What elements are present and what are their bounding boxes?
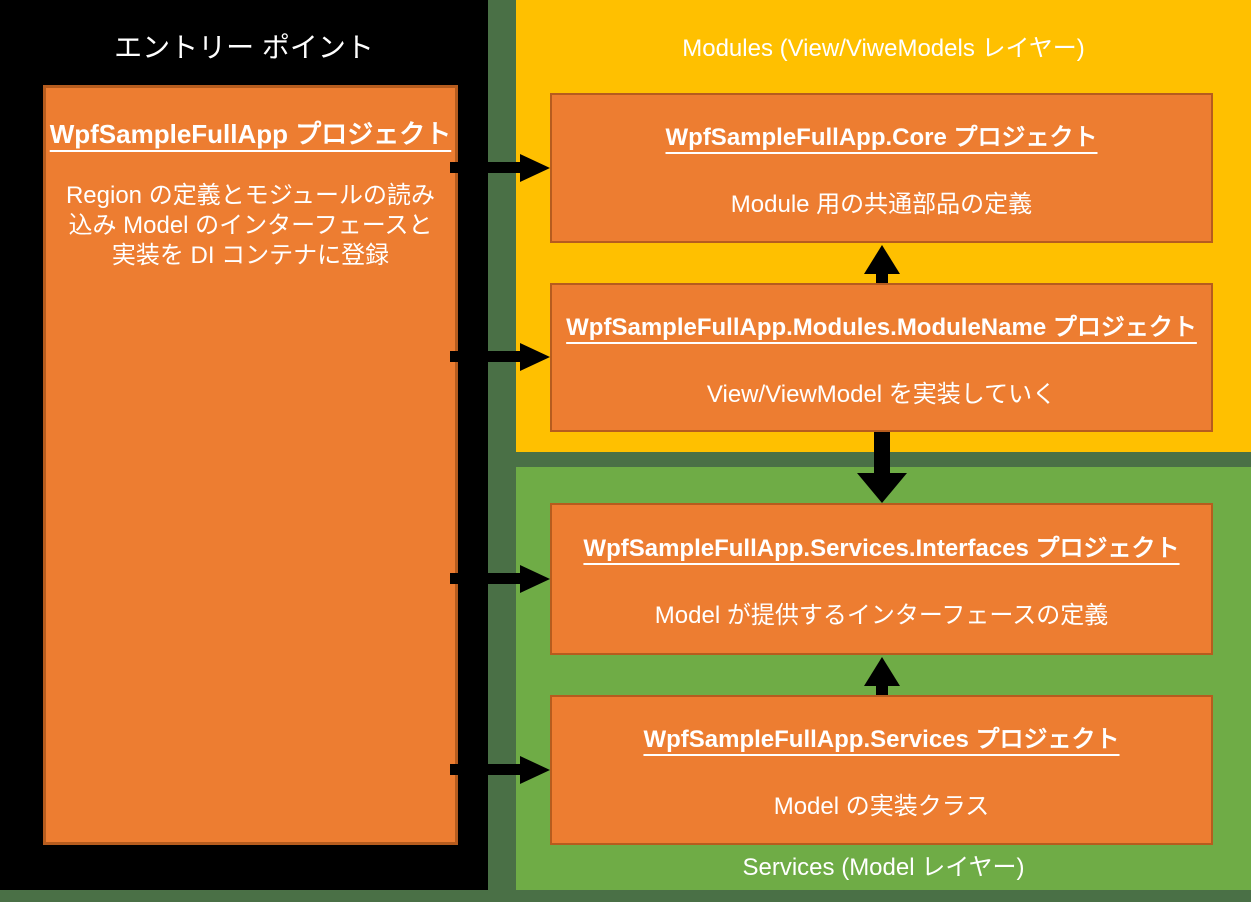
arrow-right-head-icon	[520, 154, 550, 182]
entry-desc-line: Region の定義とモジュールの読み	[65, 182, 436, 209]
arrow-shaft	[450, 764, 522, 775]
arrow-up-head-icon	[864, 657, 900, 686]
services-panel-title: Services (Model レイヤー)	[742, 854, 1025, 881]
arrow-services-to-interfaces	[864, 657, 900, 695]
entry-desc-line: 実装を DI コンテナに登録	[111, 242, 390, 269]
entry-point-panel: エントリー ポイント WpfSampleFullApp プロジェクト Regio…	[0, 0, 488, 890]
interfaces-project-box: WpfSampleFullApp.Services.Interfaces プロジ…	[550, 503, 1213, 655]
interfaces-project-box-subtitle: Model が提供するインターフェースの定義	[654, 602, 1109, 629]
arrow-modulename-to-core	[864, 245, 900, 283]
arrow-shaft	[874, 432, 890, 474]
arrow-down-head-icon	[857, 473, 907, 503]
arrow-shaft	[450, 162, 522, 173]
arrow-right-head-icon	[520, 756, 550, 784]
services-project-box-subtitle: Model の実装クラス	[773, 793, 990, 820]
arrow-up-head-icon	[864, 245, 900, 274]
core-project-box-subtitle: Module 用の共通部品の定義	[730, 191, 1033, 218]
modules-layer-panel: Modules (View/ViweModels レイヤー) WpfSample…	[516, 0, 1251, 452]
core-project-box: WpfSampleFullApp.Core プロジェクト Module 用の共通…	[550, 93, 1213, 243]
modules-panel-title: Modules (View/ViweModels レイヤー)	[682, 35, 1085, 62]
arrow-entry-to-services	[450, 756, 550, 784]
arrow-right-head-icon	[520, 343, 550, 371]
arrow-entry-to-modulename	[450, 343, 550, 371]
arrow-entry-to-core	[450, 154, 550, 182]
entry-project-box-title: WpfSampleFullApp プロジェクト	[49, 119, 452, 149]
entry-project-box-description: Region の定義とモジュールの読み 込み Model のインターフェースと …	[46, 181, 455, 271]
modulename-project-box-title: WpfSampleFullApp.Modules.ModuleName プロジェ…	[566, 313, 1197, 341]
core-project-box-title: WpfSampleFullApp.Core プロジェクト	[665, 124, 1098, 151]
services-layer-panel: WpfSampleFullApp.Services.Interfaces プロジ…	[516, 467, 1251, 890]
arrow-right-head-icon	[520, 565, 550, 593]
services-project-box-title: WpfSampleFullApp.Services プロジェクト	[643, 726, 1120, 753]
arrow-entry-to-interfaces	[450, 565, 550, 593]
modulename-project-box-subtitle: View/ViewModel を実装していく	[706, 380, 1057, 408]
arrow-shaft	[450, 351, 522, 362]
arrow-shaft	[450, 573, 522, 584]
arrow-shaft	[876, 685, 888, 695]
arrow-modulename-to-interfaces	[857, 432, 907, 503]
arrow-shaft	[876, 273, 888, 283]
interfaces-project-box-title: WpfSampleFullApp.Services.Interfaces プロジ…	[583, 535, 1180, 562]
entry-panel-title: エントリー ポイント	[114, 32, 374, 63]
services-project-box: WpfSampleFullApp.Services プロジェクト Model の…	[550, 695, 1213, 845]
entry-project-box: WpfSampleFullApp プロジェクト Region の定義とモジュール…	[43, 85, 458, 845]
entry-desc-line: 込み Model のインターフェースと	[68, 212, 433, 239]
modulename-project-box: WpfSampleFullApp.Modules.ModuleName プロジェ…	[550, 283, 1213, 432]
